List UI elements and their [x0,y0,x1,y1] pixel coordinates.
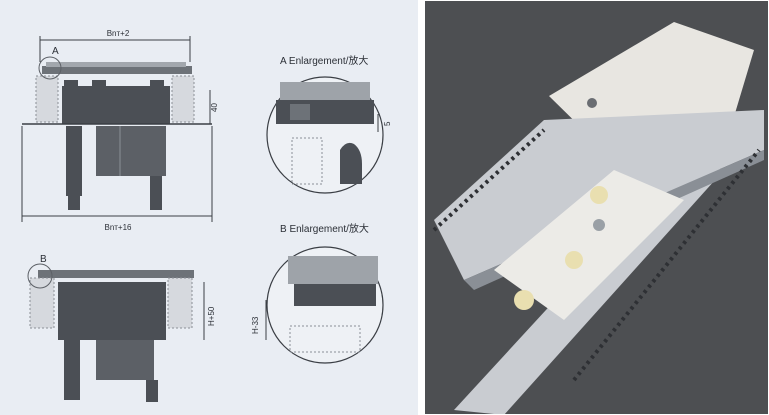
technical-drawing: Bnт+2 A 40 Bnт+16 [0,0,418,415]
bottom-width-label: Bnт+16 [104,223,132,232]
photo-canvas [424,0,769,415]
roller-2-icon [565,251,583,269]
marker-a: A [52,46,59,57]
top-width-label: Bnт+2 [107,29,130,38]
enlargement-b: B Enlargement/放大 H-33 [251,222,384,364]
height-b-label: H+50 [207,306,216,326]
top-assembly: Bnт+2 A 40 Bnт+16 [21,29,219,232]
drawing-canvas: Bnт+2 A 40 Bnт+16 [21,29,392,402]
roller-1-icon [514,290,534,310]
enlargement-a-label: A Enlargement/放大 [280,54,368,67]
gap-label: 5 [383,121,392,126]
roller-3-icon [590,186,608,204]
marker-b: B [40,254,47,265]
conveyor-photo [424,0,769,415]
enlargement-b-label: B Enlargement/放大 [280,222,369,235]
height-c-label: H-33 [251,316,260,334]
height-label: 40 [210,103,219,112]
enlargement-a: A Enlargement/放大 5 [266,54,392,194]
bottom-assembly: B H+50 [27,254,216,402]
